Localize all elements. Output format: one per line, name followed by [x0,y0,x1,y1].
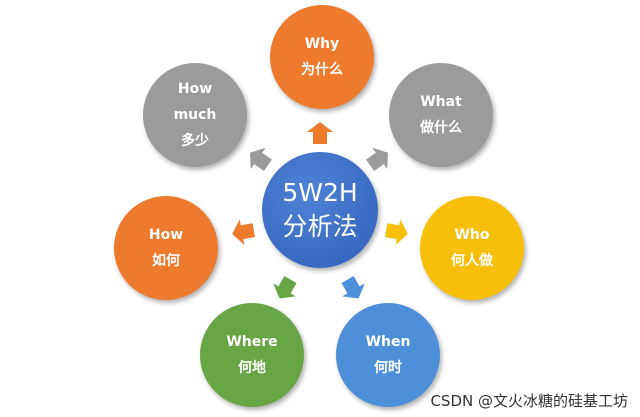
arrow-left-icon [230,217,256,246]
node-label-en: What [420,94,462,110]
arrow-lower-right-icon [336,273,370,305]
node-who: Who 何人做 [420,196,524,300]
node-label-en: When [365,334,411,350]
node-label-en: Who [454,227,490,243]
node-label-zh: 何时 [374,360,402,376]
center-node-5w2h: 5W2H 分析法 [262,152,378,268]
node-when: When 何时 [336,303,440,407]
arrow-upper-right-icon [363,142,396,176]
node-label-en: Where [226,334,278,350]
arrow-right-icon [384,217,410,246]
node-label-zh: 多少 [181,133,209,149]
node-label-zh: 何人做 [451,253,493,269]
node-label-zh: 为什么 [301,62,343,78]
arrow-up-icon [307,122,333,144]
node-label-en: How [177,81,213,97]
node-label-en-2: much [173,107,217,123]
node-where: Where 何地 [200,303,304,407]
arrow-upper-left-icon [243,142,276,176]
node-how-much: How much 多少 [143,63,247,167]
node-label-zh: 何地 [238,360,266,376]
center-subtitle: 分析法 [282,212,358,241]
center-title: 5W2H [282,178,358,207]
node-label-en: How [148,227,184,243]
node-why: Why 为什么 [270,5,374,109]
watermark: CSDN @文火冰糖的硅基工坊 [430,392,628,410]
node-label-zh: 做什么 [420,120,462,136]
node-how: How 如何 [114,196,218,300]
node-label-en: Why [304,36,340,52]
node-what: What 做什么 [389,63,493,167]
arrow-lower-left-icon [268,273,302,305]
node-label-zh: 如何 [152,253,180,269]
